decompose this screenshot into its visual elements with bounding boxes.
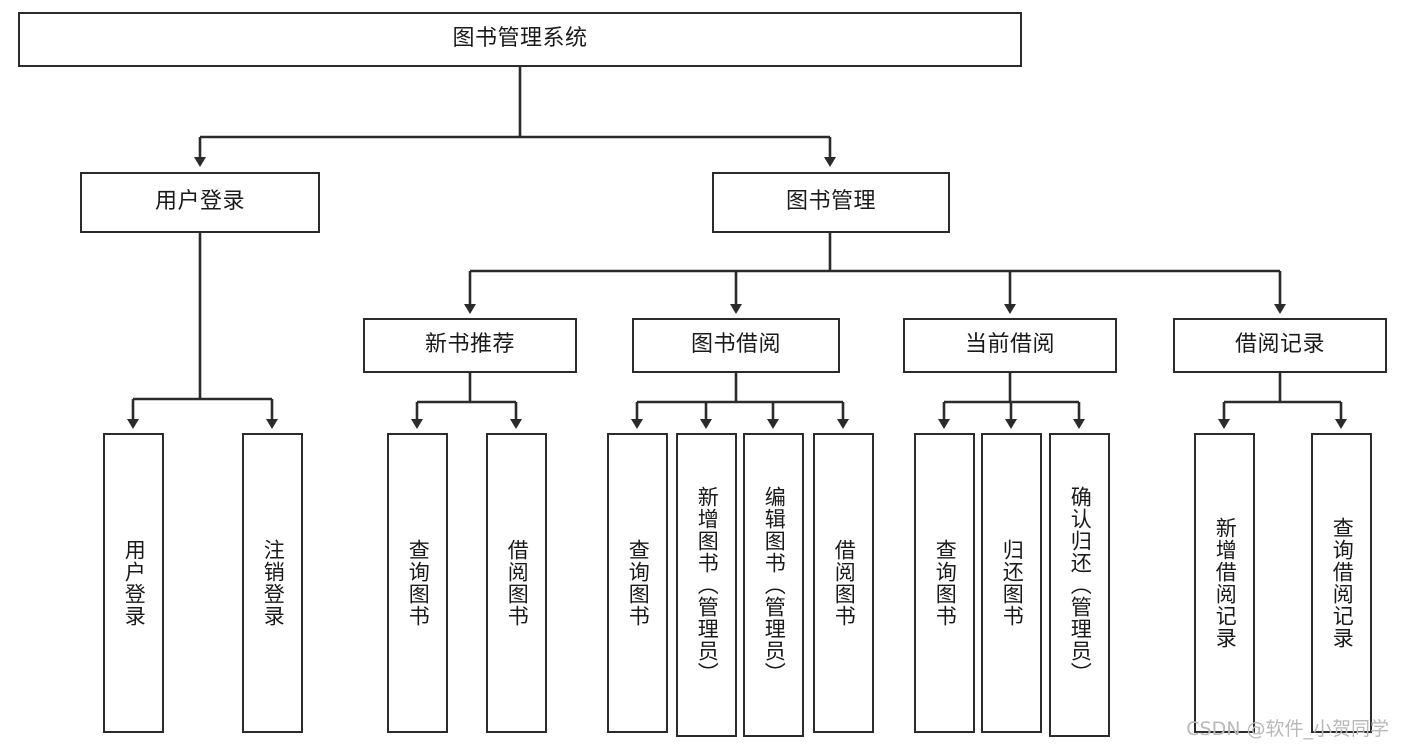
leaf-add-record[interactable]: 新增借阅记录 bbox=[1194, 433, 1255, 733]
leaf-add-record-label: 新增借阅记录 bbox=[1213, 517, 1238, 649]
node-book-management[interactable]: 图书管理 bbox=[712, 172, 950, 233]
connector-borrow-record-to-leaves bbox=[1218, 373, 1347, 429]
leaf-query-book-3[interactable]: 查询图书 bbox=[914, 433, 975, 733]
leaf-confirm-return-label: 确认归还（管理员） bbox=[1068, 486, 1093, 684]
leaf-borrow-book-2[interactable]: 借阅图书 bbox=[813, 433, 874, 733]
leaf-logout-login-label: 注销登录 bbox=[261, 539, 286, 627]
node-borrow-record-label: 借阅记录 bbox=[1234, 332, 1325, 358]
node-new-book-recommend[interactable]: 新书推荐 bbox=[363, 318, 577, 373]
node-new-book-recommend-label: 新书推荐 bbox=[424, 332, 515, 358]
leaf-query-record-label: 查询借阅记录 bbox=[1330, 517, 1355, 649]
leaf-edit-book[interactable]: 编辑图书（管理员） bbox=[743, 433, 804, 737]
leaf-add-book-label: 新增图书（管理员） bbox=[695, 486, 720, 684]
leaf-borrow-book-1-label: 借阅图书 bbox=[505, 539, 530, 627]
node-current-borrow[interactable]: 当前借阅 bbox=[903, 318, 1117, 373]
leaf-add-book[interactable]: 新增图书（管理员） bbox=[676, 433, 737, 737]
node-current-borrow-label: 当前借阅 bbox=[964, 332, 1055, 358]
node-root-label: 图书管理系统 bbox=[452, 26, 588, 52]
leaf-confirm-return[interactable]: 确认归还（管理员） bbox=[1049, 433, 1110, 737]
leaf-edit-book-label: 编辑图书（管理员） bbox=[762, 486, 787, 684]
leaf-user-login[interactable]: 用户登录 bbox=[103, 433, 164, 733]
connector-root-to-level2 bbox=[194, 67, 836, 167]
leaf-query-book-3-label: 查询图书 bbox=[933, 539, 958, 627]
node-book-borrow-label: 图书借阅 bbox=[690, 332, 781, 358]
leaf-return-book[interactable]: 归还图书 bbox=[981, 433, 1042, 733]
node-user-login[interactable]: 用户登录 bbox=[80, 172, 320, 233]
leaf-query-record[interactable]: 查询借阅记录 bbox=[1311, 433, 1372, 733]
leaf-query-book-1[interactable]: 查询图书 bbox=[387, 433, 448, 733]
node-borrow-record[interactable]: 借阅记录 bbox=[1173, 318, 1387, 373]
leaf-query-book-1-label: 查询图书 bbox=[406, 539, 431, 627]
node-book-borrow[interactable]: 图书借阅 bbox=[632, 318, 840, 373]
connector-book-management-to-level3 bbox=[464, 233, 1286, 314]
leaf-user-login-label: 用户登录 bbox=[122, 539, 147, 627]
connector-user-login-to-leaves bbox=[127, 233, 278, 429]
node-root[interactable]: 图书管理系统 bbox=[18, 12, 1022, 67]
connector-new-book-recommend-to-leaves bbox=[411, 373, 522, 429]
leaf-logout-login[interactable]: 注销登录 bbox=[242, 433, 303, 733]
node-user-login-label: 用户登录 bbox=[154, 189, 245, 215]
connector-current-borrow-to-leaves bbox=[938, 373, 1085, 429]
leaf-borrow-book-2-label: 借阅图书 bbox=[832, 539, 857, 627]
leaf-return-book-label: 归还图书 bbox=[1000, 539, 1025, 627]
connector-book-borrow-to-leaves bbox=[631, 373, 849, 429]
leaf-query-book-2-label: 查询图书 bbox=[626, 539, 651, 627]
node-book-management-label: 图书管理 bbox=[785, 189, 876, 215]
leaf-query-book-2[interactable]: 查询图书 bbox=[607, 433, 668, 733]
leaf-borrow-book-1[interactable]: 借阅图书 bbox=[486, 433, 547, 733]
